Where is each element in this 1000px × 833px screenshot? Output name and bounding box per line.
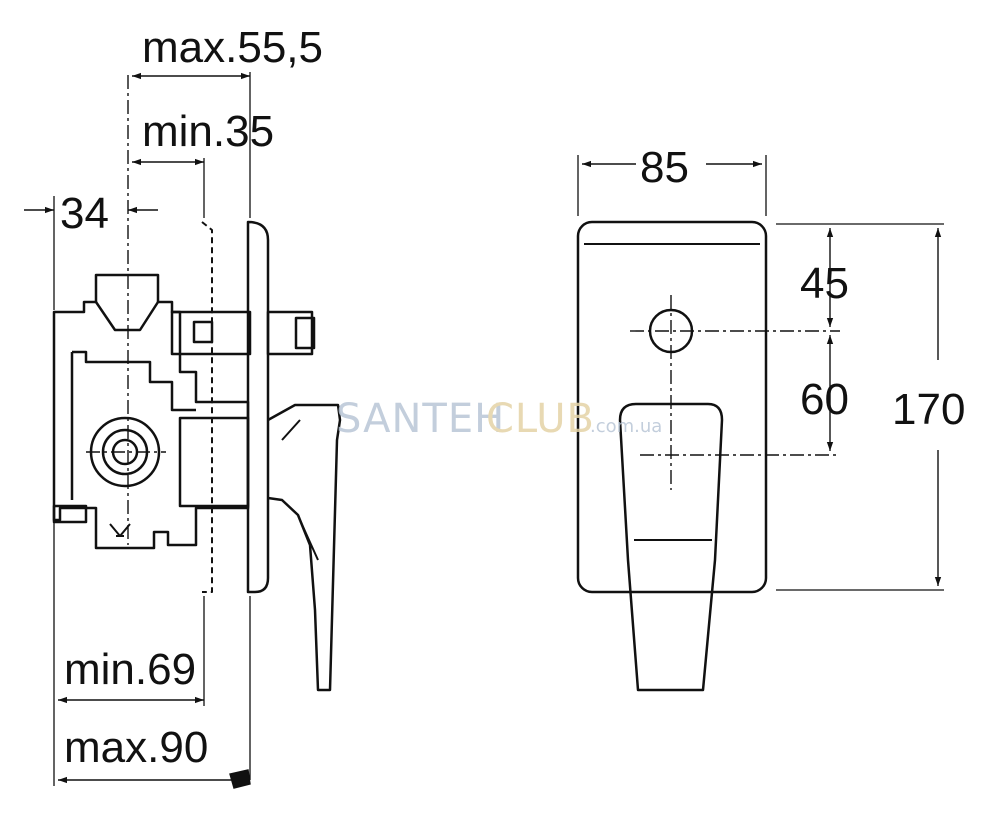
plate-end-block [229, 769, 251, 789]
watermark-domain: .com.ua [590, 416, 662, 437]
label-min-69: min.69 [64, 645, 196, 694]
label-min-35: min.35 [142, 107, 274, 156]
label-max-55: max.55,5 [142, 23, 323, 72]
side-centerlines [86, 75, 166, 545]
wall-dashed [201, 221, 213, 593]
side-extension-lines [53, 72, 251, 786]
label-85: 85 [640, 143, 689, 192]
label-170: 170 [892, 385, 965, 434]
front-dimension-lines [582, 160, 942, 586]
watermark: SANTEH CLUB .com.ua [336, 396, 662, 442]
top-nut [94, 301, 160, 332]
bottom-nut [52, 504, 88, 524]
watermark-brand-b: CLUB [486, 396, 595, 442]
spindle-window [192, 320, 214, 344]
valve-body-inner [70, 350, 196, 500]
handle-inner-line [281, 419, 319, 561]
label-45: 45 [800, 259, 849, 308]
front-extension-lines [577, 155, 944, 591]
front-handle [618, 402, 724, 692]
front-centerlines [630, 295, 840, 490]
front-view [576, 220, 768, 692]
stem-cap-end [294, 316, 316, 350]
label-max-90: max.90 [64, 723, 208, 772]
cover-plate [576, 220, 768, 594]
wall-plate [246, 220, 270, 594]
handle-lever [267, 403, 342, 692]
side-dimension-lines [24, 72, 251, 789]
drain-mark [109, 523, 131, 537]
label-60: 60 [800, 375, 849, 424]
side-view [52, 220, 342, 692]
label-34: 34 [60, 189, 109, 238]
cartridge-block [178, 416, 250, 508]
watermark-brand-a: SANTEH [336, 396, 505, 442]
